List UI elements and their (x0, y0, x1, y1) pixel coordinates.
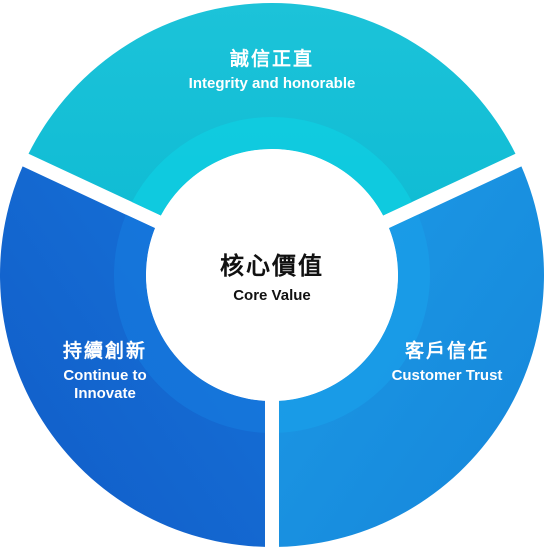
segment-inner-band-integrity (131, 117, 413, 216)
segment-title-zh-customer: 客戶信任 (404, 340, 489, 362)
segment-title-en-innovate: Continue to Innovate (63, 366, 147, 402)
segment-label-customer: 客戶信任 Customer Trust (362, 340, 532, 385)
segment-title-en-customer: Customer Trust (391, 366, 503, 384)
center-label: 核心價值 Core Value (172, 246, 372, 304)
segment-title-en-integrity: Integrity and honorable (188, 74, 356, 92)
inner-rings-group (113, 117, 431, 433)
segment-title-zh-integrity: 誠信正直 (229, 48, 314, 70)
segment-customer (278, 166, 544, 547)
segment-inner-band-customer (278, 214, 431, 433)
center-circle (146, 149, 398, 401)
center-title-en: Core Value (233, 287, 311, 304)
segment-inner-band-innovate (113, 214, 266, 433)
segment-integrity (28, 2, 516, 216)
segment-label-integrity: 誠信正直 Integrity and honorable (122, 48, 422, 93)
segment-title-zh-innovate: 持續創新 (62, 340, 147, 362)
segment-innovate (0, 166, 266, 547)
center-title-zh: 核心價值 (220, 252, 324, 280)
segment-label-innovate: 持續創新 Continue to Innovate (20, 340, 190, 403)
